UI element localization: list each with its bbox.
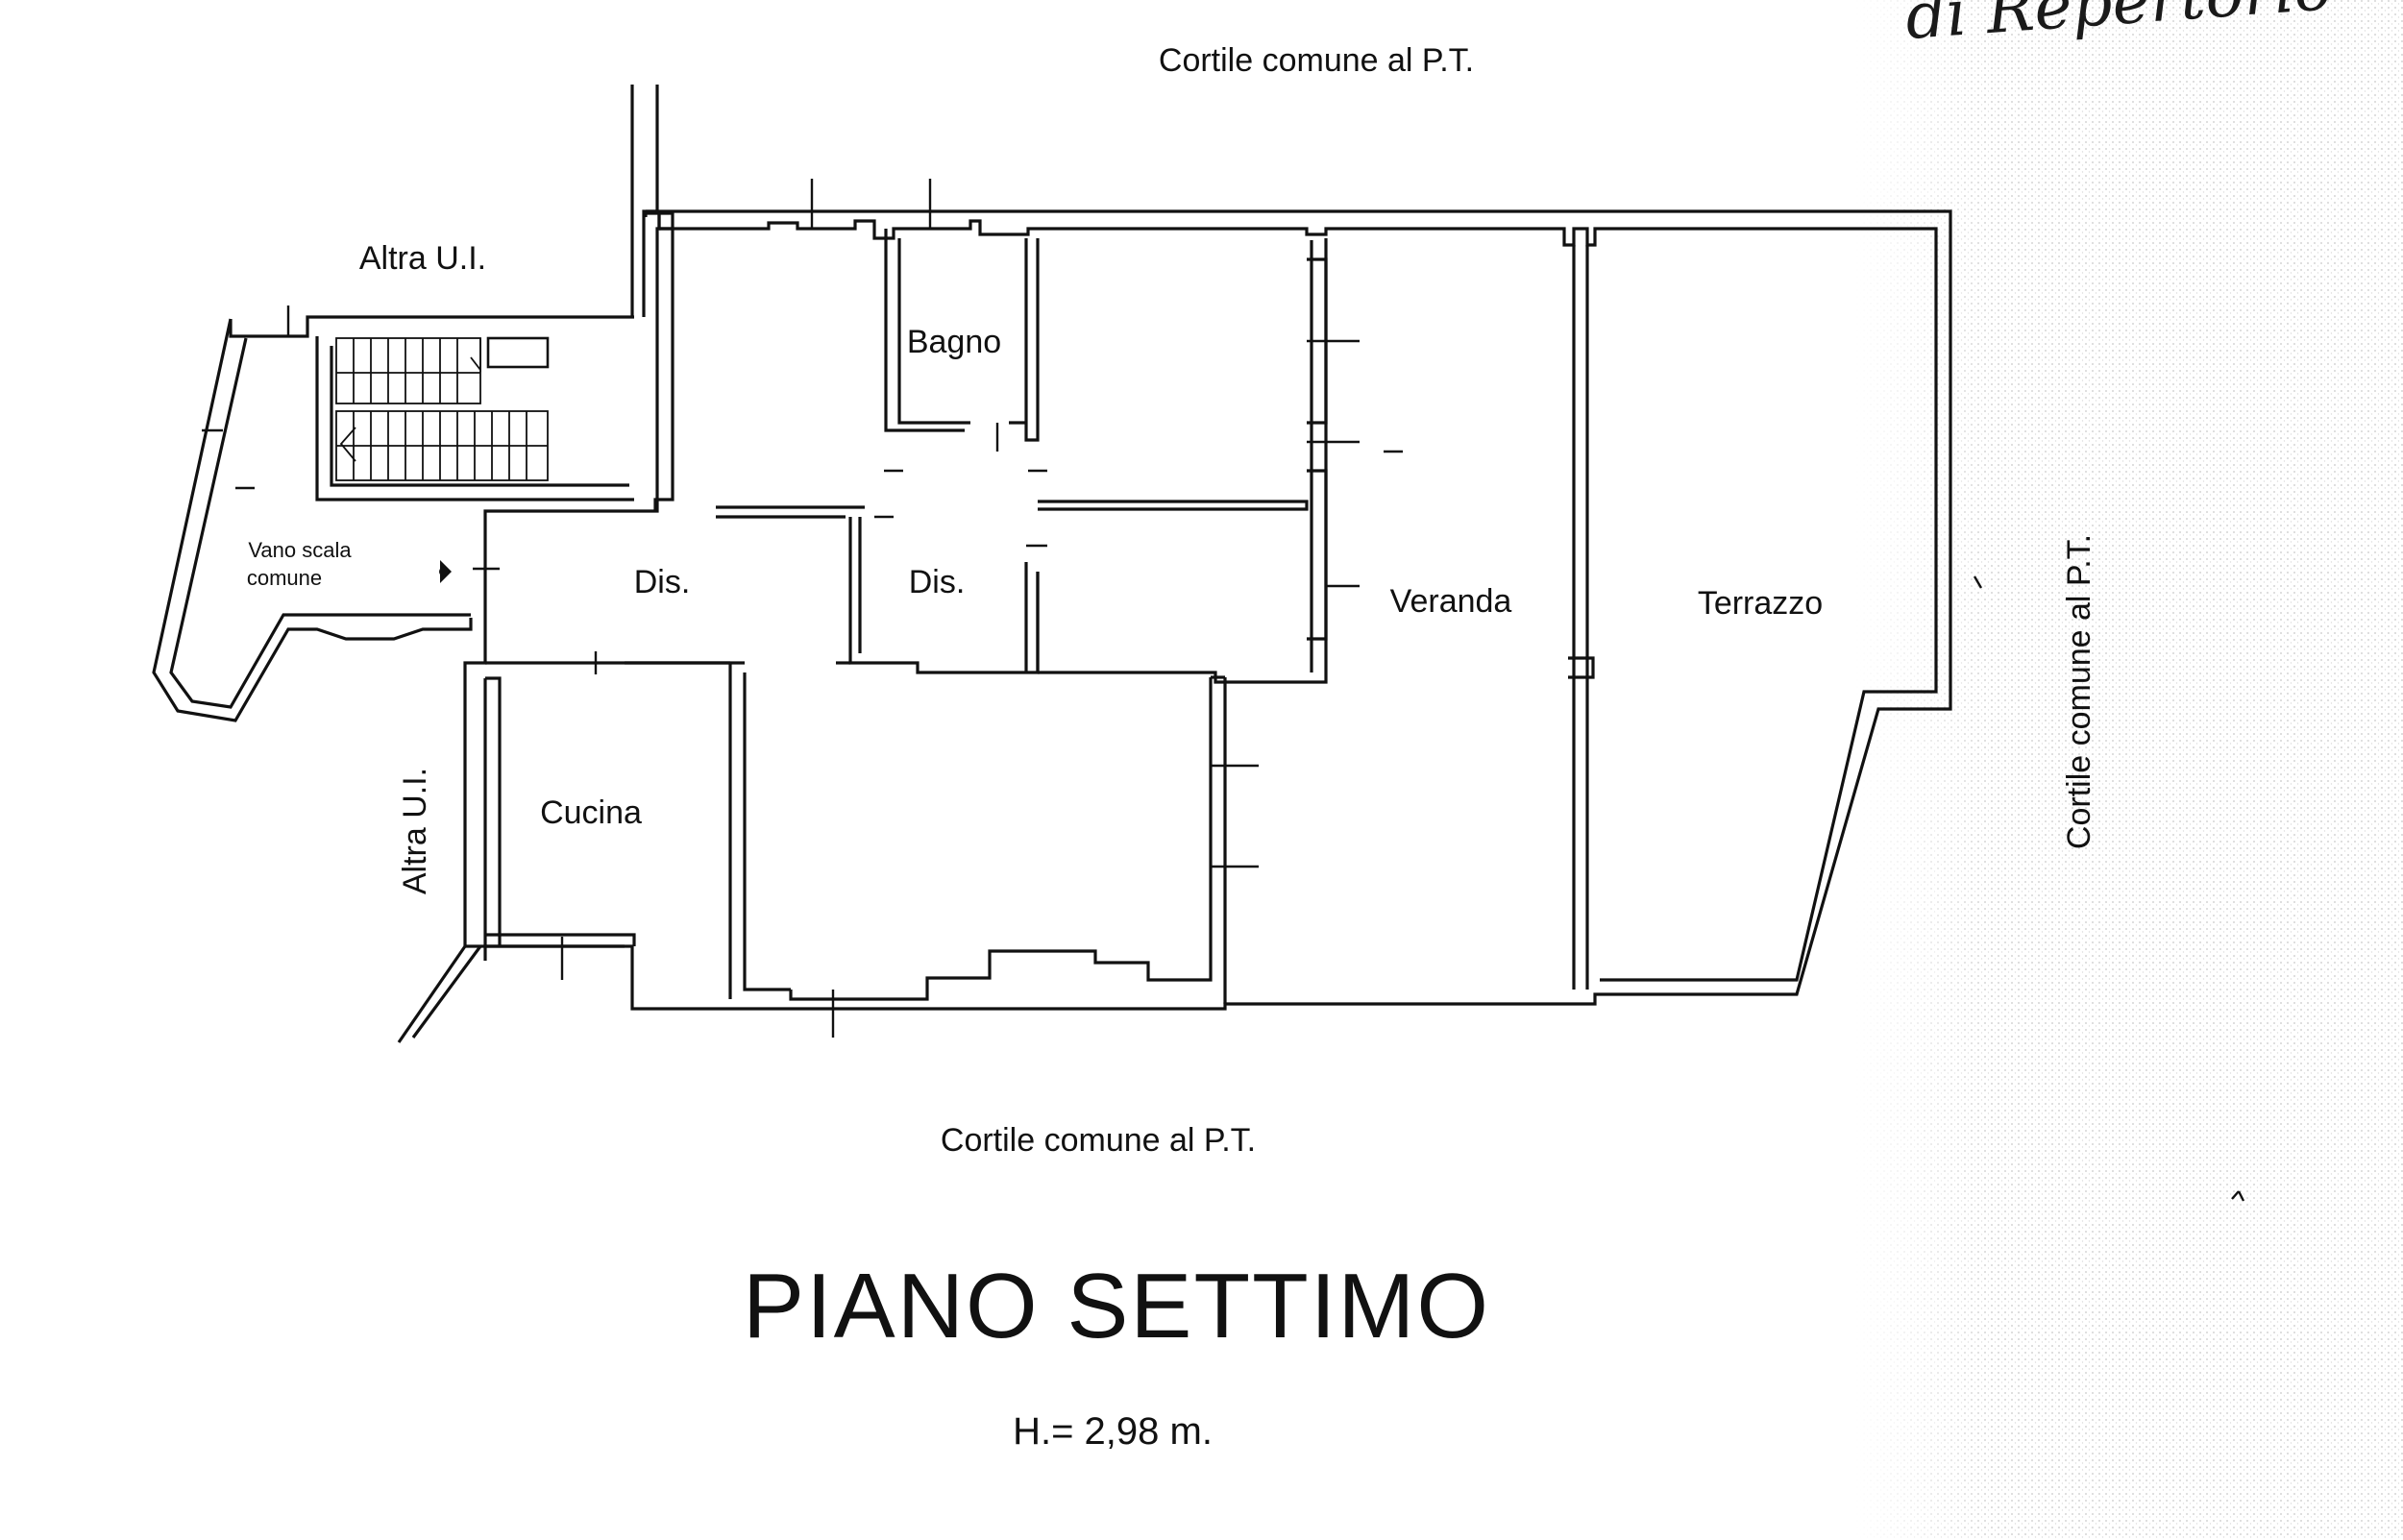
room-label-dis-left: Dis. xyxy=(634,564,691,600)
room-label-veranda: Veranda xyxy=(1390,583,1512,620)
walls xyxy=(152,85,1952,1043)
courtyard-top-label: Cortile comune al P.T. xyxy=(1159,42,1474,79)
room-label-terrazzo: Terrazzo xyxy=(1698,585,1823,622)
stair-treads xyxy=(335,336,550,481)
other-unit-left-label: Altra U.I. xyxy=(397,768,433,894)
courtyard-bottom-label: Cortile comune al P.T. xyxy=(941,1122,1256,1159)
room-label-dis-right: Dis. xyxy=(909,564,966,600)
room-label-bagno: Bagno xyxy=(907,324,1001,360)
stair-label-line2: comune xyxy=(247,566,322,590)
stair-label-line1: Vano scala xyxy=(248,538,352,562)
plan-title: PIANO SETTIMO xyxy=(743,1255,1490,1357)
other-unit-top-label: Altra U.I. xyxy=(359,240,486,277)
plan-height: H.= 2,98 m. xyxy=(1013,1410,1213,1453)
scan-speckle-area xyxy=(1854,0,2403,1540)
stair-arrow-icon xyxy=(439,560,452,583)
courtyard-right-label: Cortile comune al P.T. xyxy=(2061,534,2097,849)
room-label-cucina: Cucina xyxy=(540,794,642,831)
doors-and-windows xyxy=(202,179,2245,1202)
